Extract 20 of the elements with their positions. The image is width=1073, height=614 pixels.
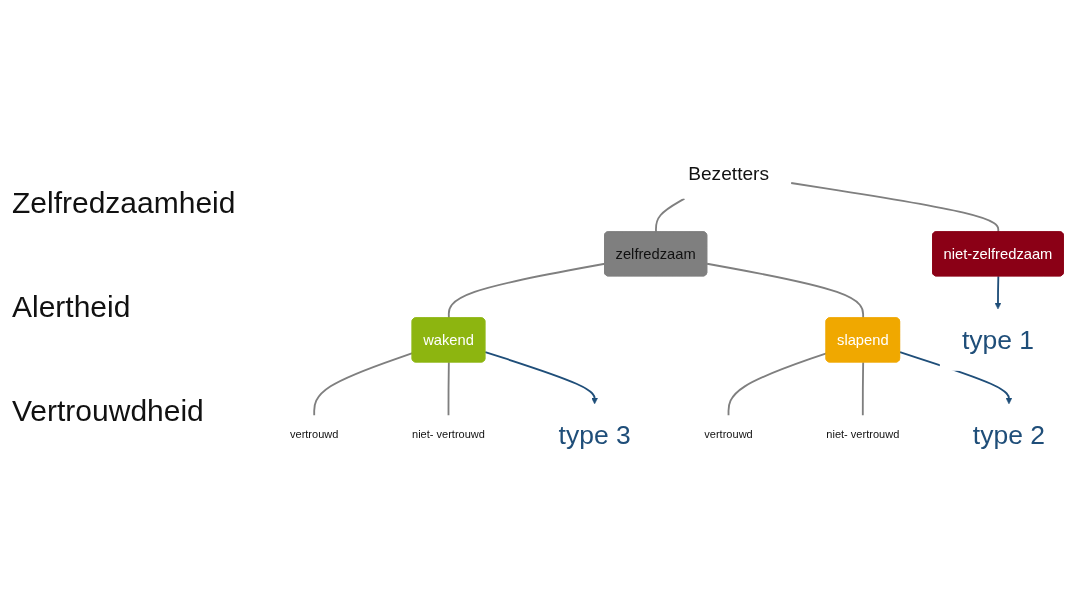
connector [313,352,414,417]
node-text: niet- vertrouwd [411,428,485,441]
node-text: niet- vertrouwd [826,428,900,441]
connector [447,361,450,417]
node-text: type 1 [961,324,1035,355]
arrow [994,275,1002,310]
arrow [899,351,1013,405]
connector [706,263,865,320]
arrow [484,351,598,405]
level-label: Zelfredzaamheid [12,186,237,220]
level-label: Alertheid [12,290,132,324]
connector [727,352,828,417]
node-text: vertrouwd [704,428,753,441]
level-label: Vertrouwdheid [12,394,205,428]
node-text: type 3 [558,419,631,450]
connector [861,361,865,417]
node-text: type 2 [972,419,1046,450]
connector [447,263,606,320]
node-text: vertrouwd [289,428,339,441]
node-text: Bezetters [688,162,770,185]
